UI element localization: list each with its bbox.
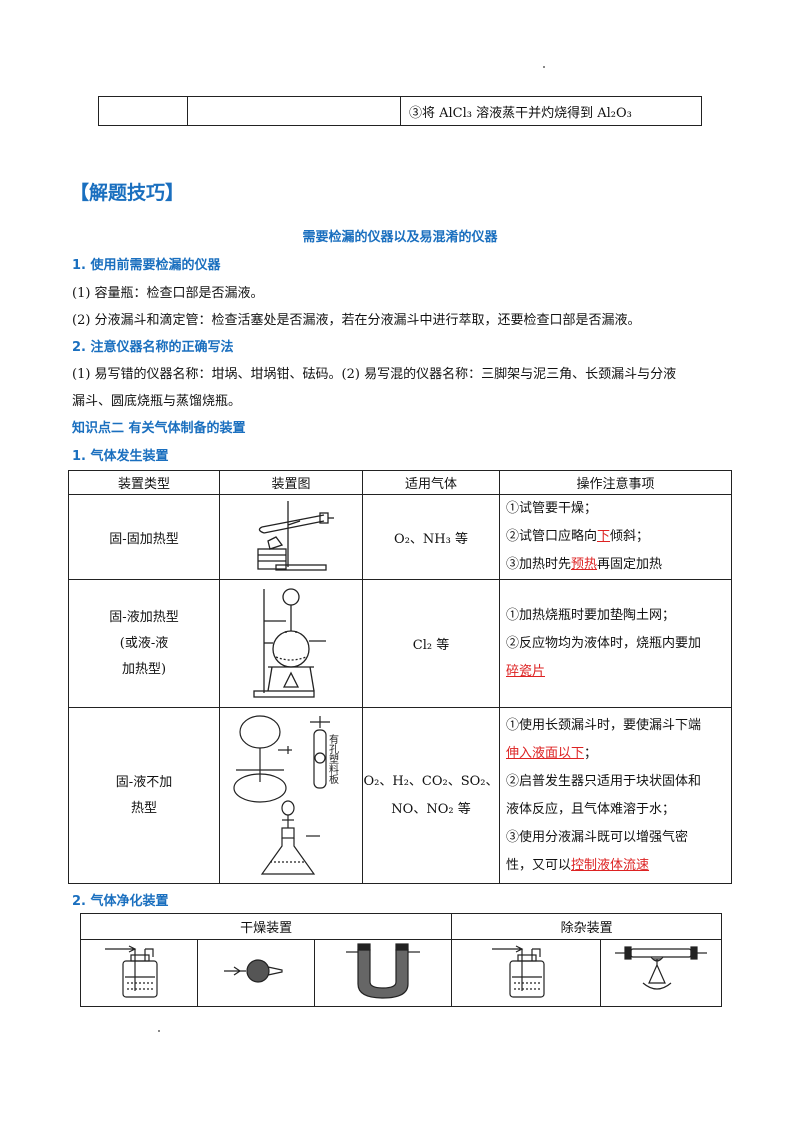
highlight-text: 伸入液面以下 [506, 745, 585, 761]
apparatus-solid-solid-heat [219, 494, 363, 580]
page-dot [158, 1030, 160, 1032]
column-header: 操作注意事项 [499, 470, 732, 495]
device-type: 固-固加热型 [68, 494, 220, 580]
hard-glass-tube-icon [615, 946, 708, 990]
sub-title: 需要检漏的仪器以及易混淆的仪器 [302, 230, 498, 245]
wash-bottle-icon [105, 945, 158, 998]
paragraph: (1) 容量瓶：检查口部是否漏液。 [72, 286, 264, 301]
heading-check-leak: 1. 使用前需要检漏的仪器 [72, 258, 221, 273]
column-header: 装置类型 [68, 470, 220, 495]
applicable-gas: O₂、NH₃ 等 [362, 494, 500, 580]
device-type: 固-液加热型 (或液-液 加热型) [68, 579, 220, 708]
column-header: 除杂装置 [451, 913, 722, 940]
paragraph: 漏斗、圆底烧瓶与蒸馏烧瓶。 [72, 394, 242, 409]
gas-generation-table: 装置类型 装置图 适用气体 操作注意事项 固-固加热型 [68, 470, 732, 884]
top-table: ③将 AlCl₃ 溶液蒸干并灼烧得到 Al₂O₃ [98, 96, 702, 126]
column-header: 装置图 [219, 470, 363, 495]
section-heading: 【解题技巧】 [70, 182, 185, 204]
highlight-text: 控制液体流速 [571, 857, 650, 873]
applicable-gas: O₂、H₂、CO₂、SO₂、 NO、NO₂ 等 [362, 707, 500, 884]
notes-cell: ①加热烧瓶时要加垫陶土网； ②反应物均为液体时，烧瓶内要加 碎瓷片 [499, 579, 732, 708]
notes-cell: ①使用长颈漏斗时，要使漏斗下端 伸入液面以下； ②启普发生器只适用于块状固体和 … [499, 707, 732, 884]
apparatus-wash-bottle [451, 939, 602, 1007]
u-tube-icon [346, 943, 421, 999]
apparatus-drying-bottle [80, 939, 198, 1007]
apparatus-solid-liquid-no-heat: 有孔塑料板 [219, 707, 363, 884]
top-table-cell: ③将 AlCl₃ 溶液蒸干并灼烧得到 Al₂O₃ [400, 96, 702, 126]
apparatus-u-tube [313, 939, 453, 1007]
highlight-text: 碎瓷片 [506, 663, 546, 679]
drying-tube-icon [224, 959, 283, 983]
heading-knowledge-point: 知识点二 有关气体制备的装置 [72, 421, 246, 436]
applicable-gas: Cl₂ 等 [362, 579, 500, 708]
apparatus-heated-tube [600, 939, 722, 1007]
highlight-text: 预热 [571, 557, 598, 572]
apparatus-solid-liquid-heat [219, 579, 363, 708]
heading-gas-purification: 2. 气体净化装置 [72, 894, 169, 909]
kipp-generator-apparatus-icon: 有孔塑料板 [233, 714, 339, 875]
solid-heating-apparatus-icon [257, 501, 334, 571]
page-dot [543, 66, 545, 68]
device-type: 固-液不加 热型 [68, 707, 220, 884]
gas-purification-table: 干燥装置 除杂装置 [79, 913, 722, 1007]
heading-gas-generation: 1. 气体发生装置 [72, 449, 169, 464]
column-header: 干燥装置 [79, 913, 453, 940]
notes-cell: ①试管要干燥； ②试管口应略向下倾斜； ③加热时先预热再固定加热 [499, 494, 732, 580]
highlight-text: 下 [597, 529, 611, 544]
apparatus-drying-tube [197, 939, 315, 1007]
wash-bottle-icon [492, 945, 545, 998]
paragraph: (1) 易写错的仪器名称：坩埚、坩埚钳、砝码。(2) 易写混的仪器名称：三脚架与… [72, 367, 677, 382]
column-header: 适用气体 [362, 470, 500, 495]
flask-heating-apparatus-icon [253, 587, 326, 698]
image-label: 有孔塑料板 [327, 732, 339, 784]
heading-names: 2. 注意仪器名称的正确写法 [72, 340, 234, 355]
paragraph: (2) 分液漏斗和滴定管：检查活塞处是否漏液，若在分液漏斗中进行萃取，还要检查口… [72, 313, 641, 328]
